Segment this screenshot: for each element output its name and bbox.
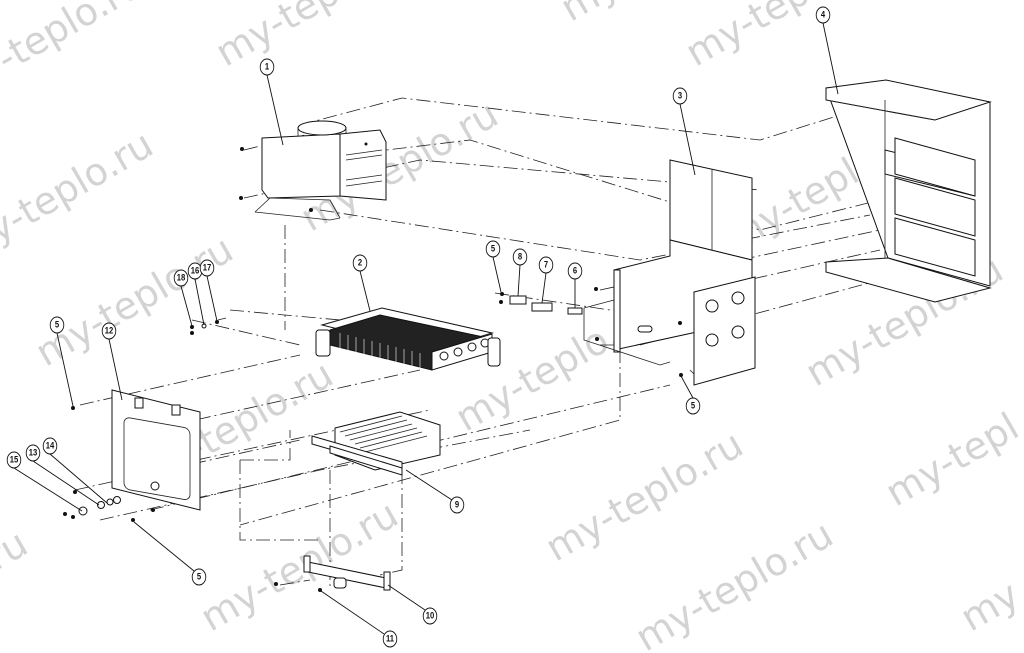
callout-part-5[interactable]: 5 bbox=[191, 568, 207, 586]
callout-part-2[interactable]: 2 bbox=[352, 254, 368, 272]
callout-part-13[interactable]: 13 bbox=[25, 444, 41, 462]
callout-part-15[interactable]: 15 bbox=[6, 451, 22, 469]
callout-part-10[interactable]: 10 bbox=[422, 607, 438, 625]
callout-part-3[interactable]: 3 bbox=[672, 87, 688, 105]
part-heat-exchanger bbox=[315, 307, 501, 371]
callout-part-17[interactable]: 17 bbox=[199, 259, 215, 277]
callout-part-1[interactable]: 1 bbox=[259, 58, 275, 76]
callout-part-4[interactable]: 4 bbox=[815, 6, 831, 24]
callout-part-14[interactable]: 14 bbox=[42, 437, 58, 455]
part-frame bbox=[825, 79, 992, 303]
callout-part-9[interactable]: 9 bbox=[449, 496, 465, 514]
callout-part-18[interactable]: 18 bbox=[173, 269, 189, 287]
callout-part-6[interactable]: 6 bbox=[567, 262, 583, 280]
callout-part-8[interactable]: 8 bbox=[512, 248, 528, 266]
part-sensor-set bbox=[190, 317, 227, 335]
part-electrode-set bbox=[499, 292, 583, 315]
part-fan-assembly bbox=[239, 120, 387, 221]
part-combustion-chamber-front bbox=[71, 389, 201, 522]
part-gas-manifold bbox=[274, 555, 391, 592]
callout-part-11[interactable]: 11 bbox=[382, 630, 398, 648]
callout-part-5[interactable]: 5 bbox=[49, 316, 65, 334]
callout-part-7[interactable]: 7 bbox=[538, 256, 554, 274]
callout-part-12[interactable]: 12 bbox=[101, 322, 117, 340]
part-nut-seal-washer bbox=[63, 496, 121, 519]
part-combustion-chamber-back bbox=[583, 159, 756, 386]
callout-part-5[interactable]: 5 bbox=[685, 397, 701, 415]
callout-part-5[interactable]: 5 bbox=[485, 240, 501, 258]
part-burner bbox=[311, 411, 441, 476]
leader-lines bbox=[13, 22, 839, 635]
